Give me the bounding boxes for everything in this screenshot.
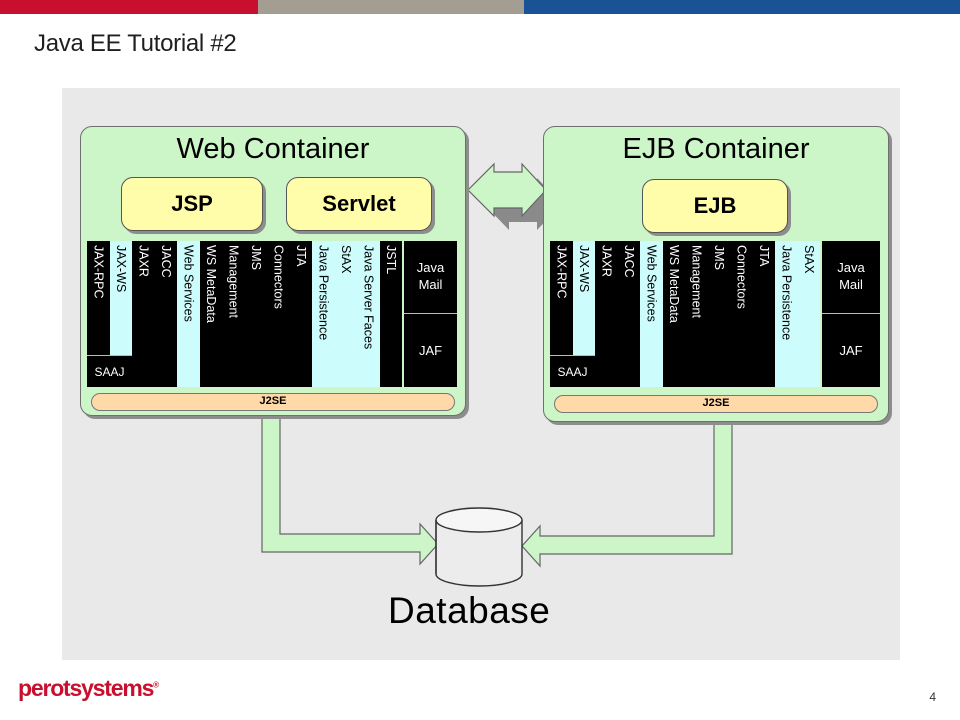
- api-column-jax-ws: JAX-WS: [109, 241, 132, 387]
- api-label: Connectors: [271, 245, 286, 309]
- top-bar-gray: [258, 0, 524, 14]
- api-column-jax-rpc: JAX-RPC: [87, 241, 110, 355]
- saaj-cell: SAAJ: [87, 355, 132, 387]
- api-column-connectors: Connectors: [267, 241, 290, 387]
- api-column-ws-metadata: WS MetaData: [662, 241, 685, 387]
- ejb-container-title: EJB Container: [622, 133, 810, 165]
- jsp-box: JSP: [121, 177, 263, 231]
- api-column-jax-rpc: JAX-RPC: [550, 241, 573, 355]
- api-column-management: Management: [222, 241, 245, 387]
- ejb-box: EJB: [642, 179, 788, 233]
- ejb-to-db-arrow: [521, 417, 733, 568]
- api-column-ws-metadata: WS MetaData: [199, 241, 222, 387]
- page-number: 4: [929, 690, 936, 704]
- database-cylinder: [435, 507, 523, 587]
- perotsystems-logo: perotsystems®: [18, 675, 160, 701]
- api-label: Web Services: [181, 245, 196, 322]
- api-column-java-server-faces: Java Server Faces: [357, 241, 380, 387]
- ejb-api-stack: JAX-RPC JAX-WS JAXR JACC Web Services WS Meta…: [550, 241, 880, 387]
- jaf-cell: JAF: [822, 313, 880, 387]
- api-column-jaxr: JAXR: [595, 241, 618, 387]
- api-column-web-services: Web Services: [640, 241, 663, 387]
- api-column-jstl: JSTL: [379, 241, 402, 387]
- api-label: Management: [226, 245, 241, 318]
- api-label: Java Server Faces: [361, 245, 376, 350]
- web-to-db-arrow: [261, 411, 439, 566]
- ejb-j2se-bar: J2SE: [554, 395, 878, 413]
- api-column-management: Management: [685, 241, 708, 387]
- api-column-stax: StAX: [797, 241, 820, 387]
- api-label: WS MetaData: [667, 245, 681, 323]
- api-column-java-persistence: Java Persistence: [775, 241, 798, 387]
- api-label: Connectors: [734, 245, 749, 309]
- saaj-cell: SAAJ: [550, 355, 595, 387]
- api-column-jacc: JACC: [154, 241, 177, 387]
- api-column-stax: StAX: [334, 241, 357, 387]
- logo-text: perotsystems: [18, 675, 154, 701]
- api-label: JTA: [294, 245, 308, 267]
- api-label: JSTL: [384, 245, 398, 275]
- api-label: JAXR: [599, 245, 614, 277]
- api-column-jta: JTA: [289, 241, 312, 387]
- api-column-jax-ws: JAX-WS: [572, 241, 595, 387]
- api-label: Java Persistence: [316, 245, 331, 341]
- api-label: JAX-WS: [114, 245, 128, 293]
- api-column-jms: JMS: [707, 241, 730, 387]
- api-label: Java Persistence: [779, 245, 794, 341]
- web-j2se-bar: J2SE: [91, 393, 455, 411]
- api-column-jta: JTA: [752, 241, 775, 387]
- api-label: JAX-RPC: [91, 245, 106, 299]
- api-label: JAXR: [136, 245, 151, 277]
- jaf-cell: JAF: [404, 313, 457, 387]
- api-column-jacc: JACC: [617, 241, 640, 387]
- servlet-box: Servlet: [286, 177, 432, 231]
- api-column-web-services: Web Services: [177, 241, 200, 387]
- api-column-jaxr: JAXR: [132, 241, 155, 387]
- api-label: JMS: [249, 245, 263, 270]
- api-column-jms: JMS: [244, 241, 267, 387]
- api-label: JAX-WS: [577, 245, 591, 293]
- api-column-java-persistence: Java Persistence: [312, 241, 335, 387]
- api-label: Web Services: [644, 245, 659, 322]
- api-label: Management: [689, 245, 704, 318]
- ejb-container: EJB Container EJB JAX-RPC JAX-WS JAXR JACC W…: [543, 126, 889, 422]
- api-label: StAX: [802, 245, 816, 274]
- api-column-connectors: Connectors: [730, 241, 753, 387]
- api-label: StAX: [339, 245, 353, 274]
- slide-title: Java EE Tutorial #2: [34, 30, 237, 57]
- top-bar-blue: [524, 0, 960, 14]
- api-label: JTA: [757, 245, 771, 267]
- api-label: JACC: [622, 245, 636, 278]
- api-label: JMS: [712, 245, 726, 270]
- top-bar-red: [0, 0, 258, 14]
- database-label: Database: [388, 590, 551, 631]
- api-label: JACC: [159, 245, 173, 278]
- api-label: JAX-RPC: [554, 245, 569, 299]
- web-api-stack: JAX-RPC JAX-WS JAXR JACC Web Services WS Meta…: [87, 241, 457, 387]
- container-link-arrow: [467, 162, 547, 218]
- api-label: WS MetaData: [204, 245, 218, 323]
- web-container-title: Web Container: [176, 133, 370, 165]
